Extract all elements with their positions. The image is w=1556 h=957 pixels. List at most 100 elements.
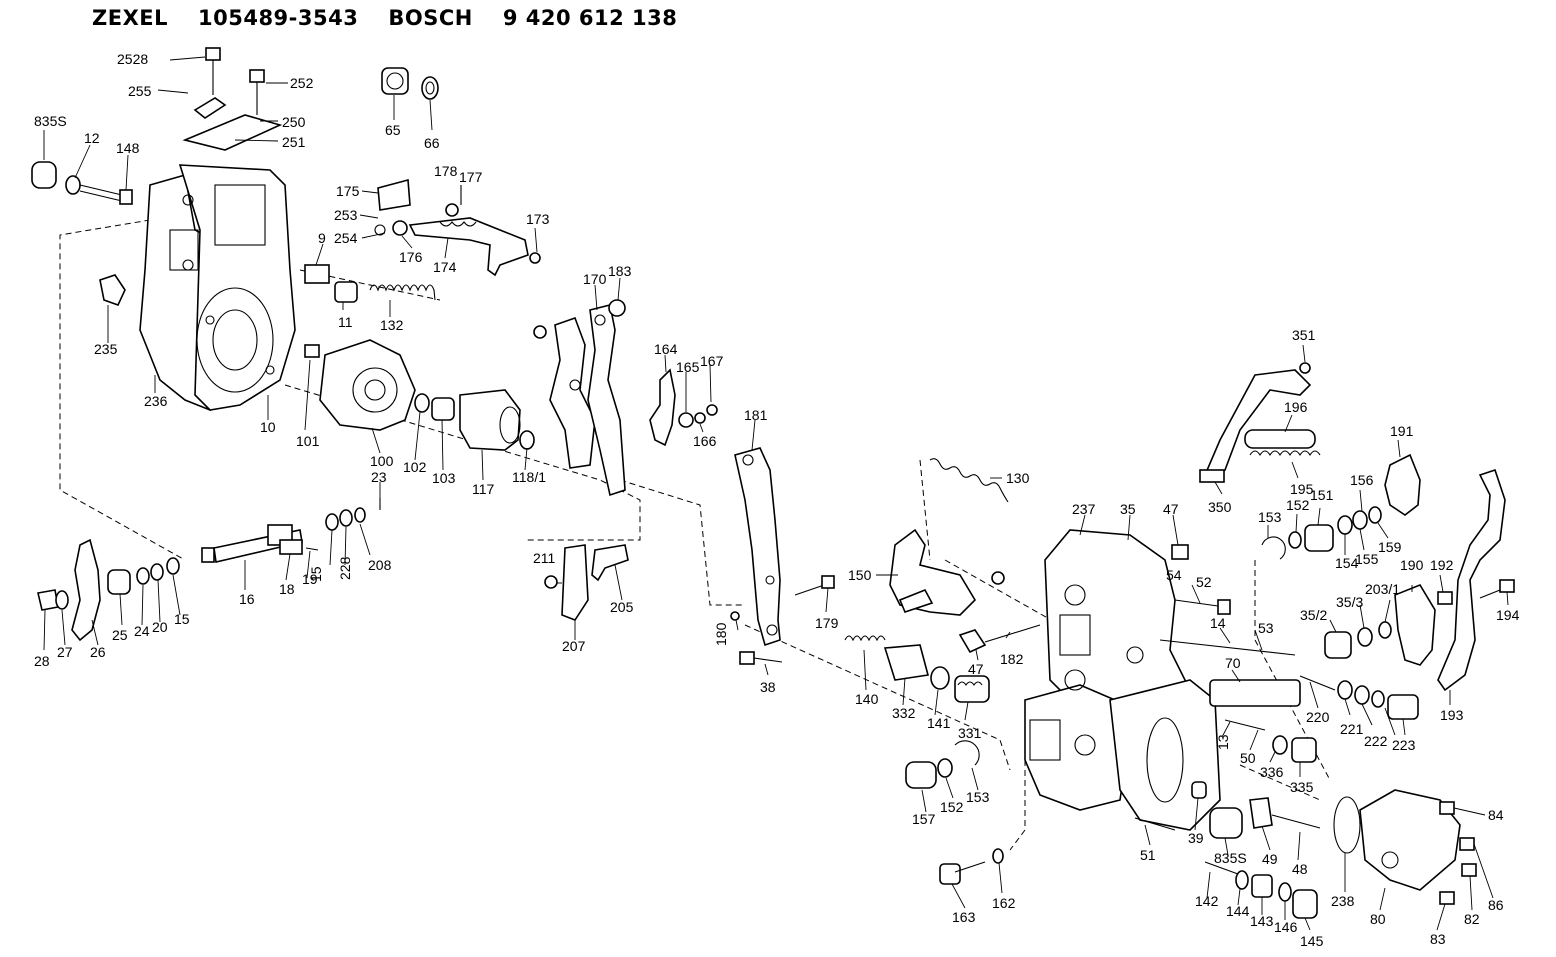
- label-222: 222: [1364, 733, 1388, 749]
- label-205: 205: [610, 599, 634, 615]
- label-153-upper: 153: [1258, 509, 1282, 525]
- label-835s-lower: 835S: [1214, 850, 1247, 866]
- label-18: 18: [279, 581, 295, 597]
- label-152-lower: 152: [940, 799, 964, 815]
- label-83: 83: [1430, 931, 1446, 947]
- label-16: 16: [239, 591, 255, 607]
- label-180: 180: [713, 622, 729, 646]
- label-132: 132: [380, 317, 404, 333]
- label-144: 144: [1226, 903, 1250, 919]
- label-142: 142: [1195, 893, 1219, 909]
- label-10: 10: [260, 419, 276, 435]
- label-102: 102: [403, 459, 427, 475]
- spring-and-bracket: [304, 264, 436, 303]
- label-254: 254: [334, 230, 358, 246]
- top-cover-plate: [182, 47, 283, 151]
- lower-fittings: [1134, 781, 1321, 919]
- label-336: 336: [1260, 764, 1284, 780]
- bracket-235: [99, 274, 126, 306]
- label-118-1: 118/1: [512, 469, 546, 485]
- label-191: 191: [1390, 423, 1414, 439]
- label-220: 220: [1306, 709, 1330, 725]
- label-207: 207: [562, 638, 586, 654]
- nut-washer-top: [381, 67, 439, 100]
- label-170: 170: [583, 271, 607, 287]
- label-70: 70: [1225, 655, 1241, 671]
- label-86: 86: [1488, 897, 1504, 913]
- label-23: 23: [371, 469, 387, 485]
- pins-179-180: [730, 575, 835, 621]
- label-255: 255: [128, 83, 152, 99]
- label-153-lower: 153: [966, 789, 990, 805]
- label-101: 101: [296, 433, 320, 449]
- label-35: 35: [1120, 501, 1136, 517]
- bracket-207-assembly: [544, 544, 629, 621]
- label-150: 150: [848, 567, 872, 583]
- zexel-part-number: 105489-3543: [198, 6, 359, 30]
- label-177: 177: [459, 169, 483, 185]
- spring-130-lever-150: [889, 458, 1009, 616]
- label-49: 49: [1262, 851, 1278, 867]
- label-174: 174: [433, 259, 457, 275]
- label-192: 192: [1430, 557, 1454, 573]
- label-117: 117: [472, 481, 495, 497]
- label-48: 48: [1292, 861, 1308, 877]
- label-183: 183: [608, 263, 632, 279]
- label-159: 159: [1378, 539, 1402, 555]
- label-152-upper: 152: [1286, 497, 1310, 513]
- end-cover-80: [1333, 789, 1477, 905]
- label-140: 140: [855, 691, 879, 707]
- label-203-1: 203/1: [1365, 581, 1400, 597]
- label-28: 28: [34, 653, 50, 669]
- label-100: 100: [370, 453, 394, 469]
- label-141: 141: [927, 715, 951, 731]
- label-157: 157: [912, 811, 936, 827]
- label-835s-left: 835S: [34, 113, 67, 129]
- label-12: 12: [84, 130, 100, 146]
- maker-name: BOSCH: [388, 6, 473, 30]
- label-350: 350: [1208, 499, 1232, 515]
- label-237: 237: [1072, 501, 1096, 517]
- label-27: 27: [57, 644, 73, 660]
- label-211: 211: [533, 550, 556, 566]
- brand-name: ZEXEL: [92, 6, 168, 30]
- label-351: 351: [1292, 327, 1316, 343]
- label-235: 235: [94, 341, 118, 357]
- label-39: 39: [1188, 830, 1204, 846]
- bolt-163-washer-162: [939, 848, 1004, 885]
- label-146: 146: [1274, 919, 1298, 935]
- label-182: 182: [1000, 651, 1024, 667]
- part-labels: 2528 252 255 250 251 835S 12 148 65 66 1…: [34, 51, 1520, 949]
- label-130: 130: [1006, 470, 1030, 486]
- label-167: 167: [700, 353, 724, 369]
- label-47-lower: 47: [968, 661, 984, 677]
- label-26: 26: [90, 644, 106, 660]
- label-25: 25: [112, 627, 128, 643]
- label-103: 103: [432, 470, 456, 486]
- stop-assembly-upper-right: [1261, 453, 1421, 560]
- label-179: 179: [815, 615, 839, 631]
- label-181: 181: [744, 407, 768, 423]
- bosch-part-number: 9 420 612 138: [502, 6, 678, 30]
- label-154: 154: [1335, 555, 1359, 571]
- lever-assembly-upper: [374, 178, 541, 277]
- label-9: 9: [318, 230, 326, 246]
- label-162: 162: [992, 895, 1016, 911]
- label-38: 38: [760, 679, 776, 695]
- label-208: 208: [368, 557, 392, 573]
- label-250: 250: [282, 114, 306, 130]
- tensioning-lever-170: [533, 299, 626, 497]
- label-194: 194: [1496, 607, 1520, 623]
- label-35-3: 35/3: [1336, 594, 1363, 610]
- label-163: 163: [952, 909, 976, 925]
- label-223: 223: [1392, 737, 1416, 753]
- housing-bolts: [958, 544, 1317, 763]
- label-143: 143: [1250, 913, 1274, 929]
- label-24: 24: [134, 623, 150, 639]
- label-14: 14: [1210, 615, 1226, 631]
- label-148: 148: [116, 140, 140, 156]
- label-253: 253: [334, 207, 358, 223]
- shaft-16-assembly: [201, 498, 381, 563]
- label-331: 331: [958, 725, 982, 741]
